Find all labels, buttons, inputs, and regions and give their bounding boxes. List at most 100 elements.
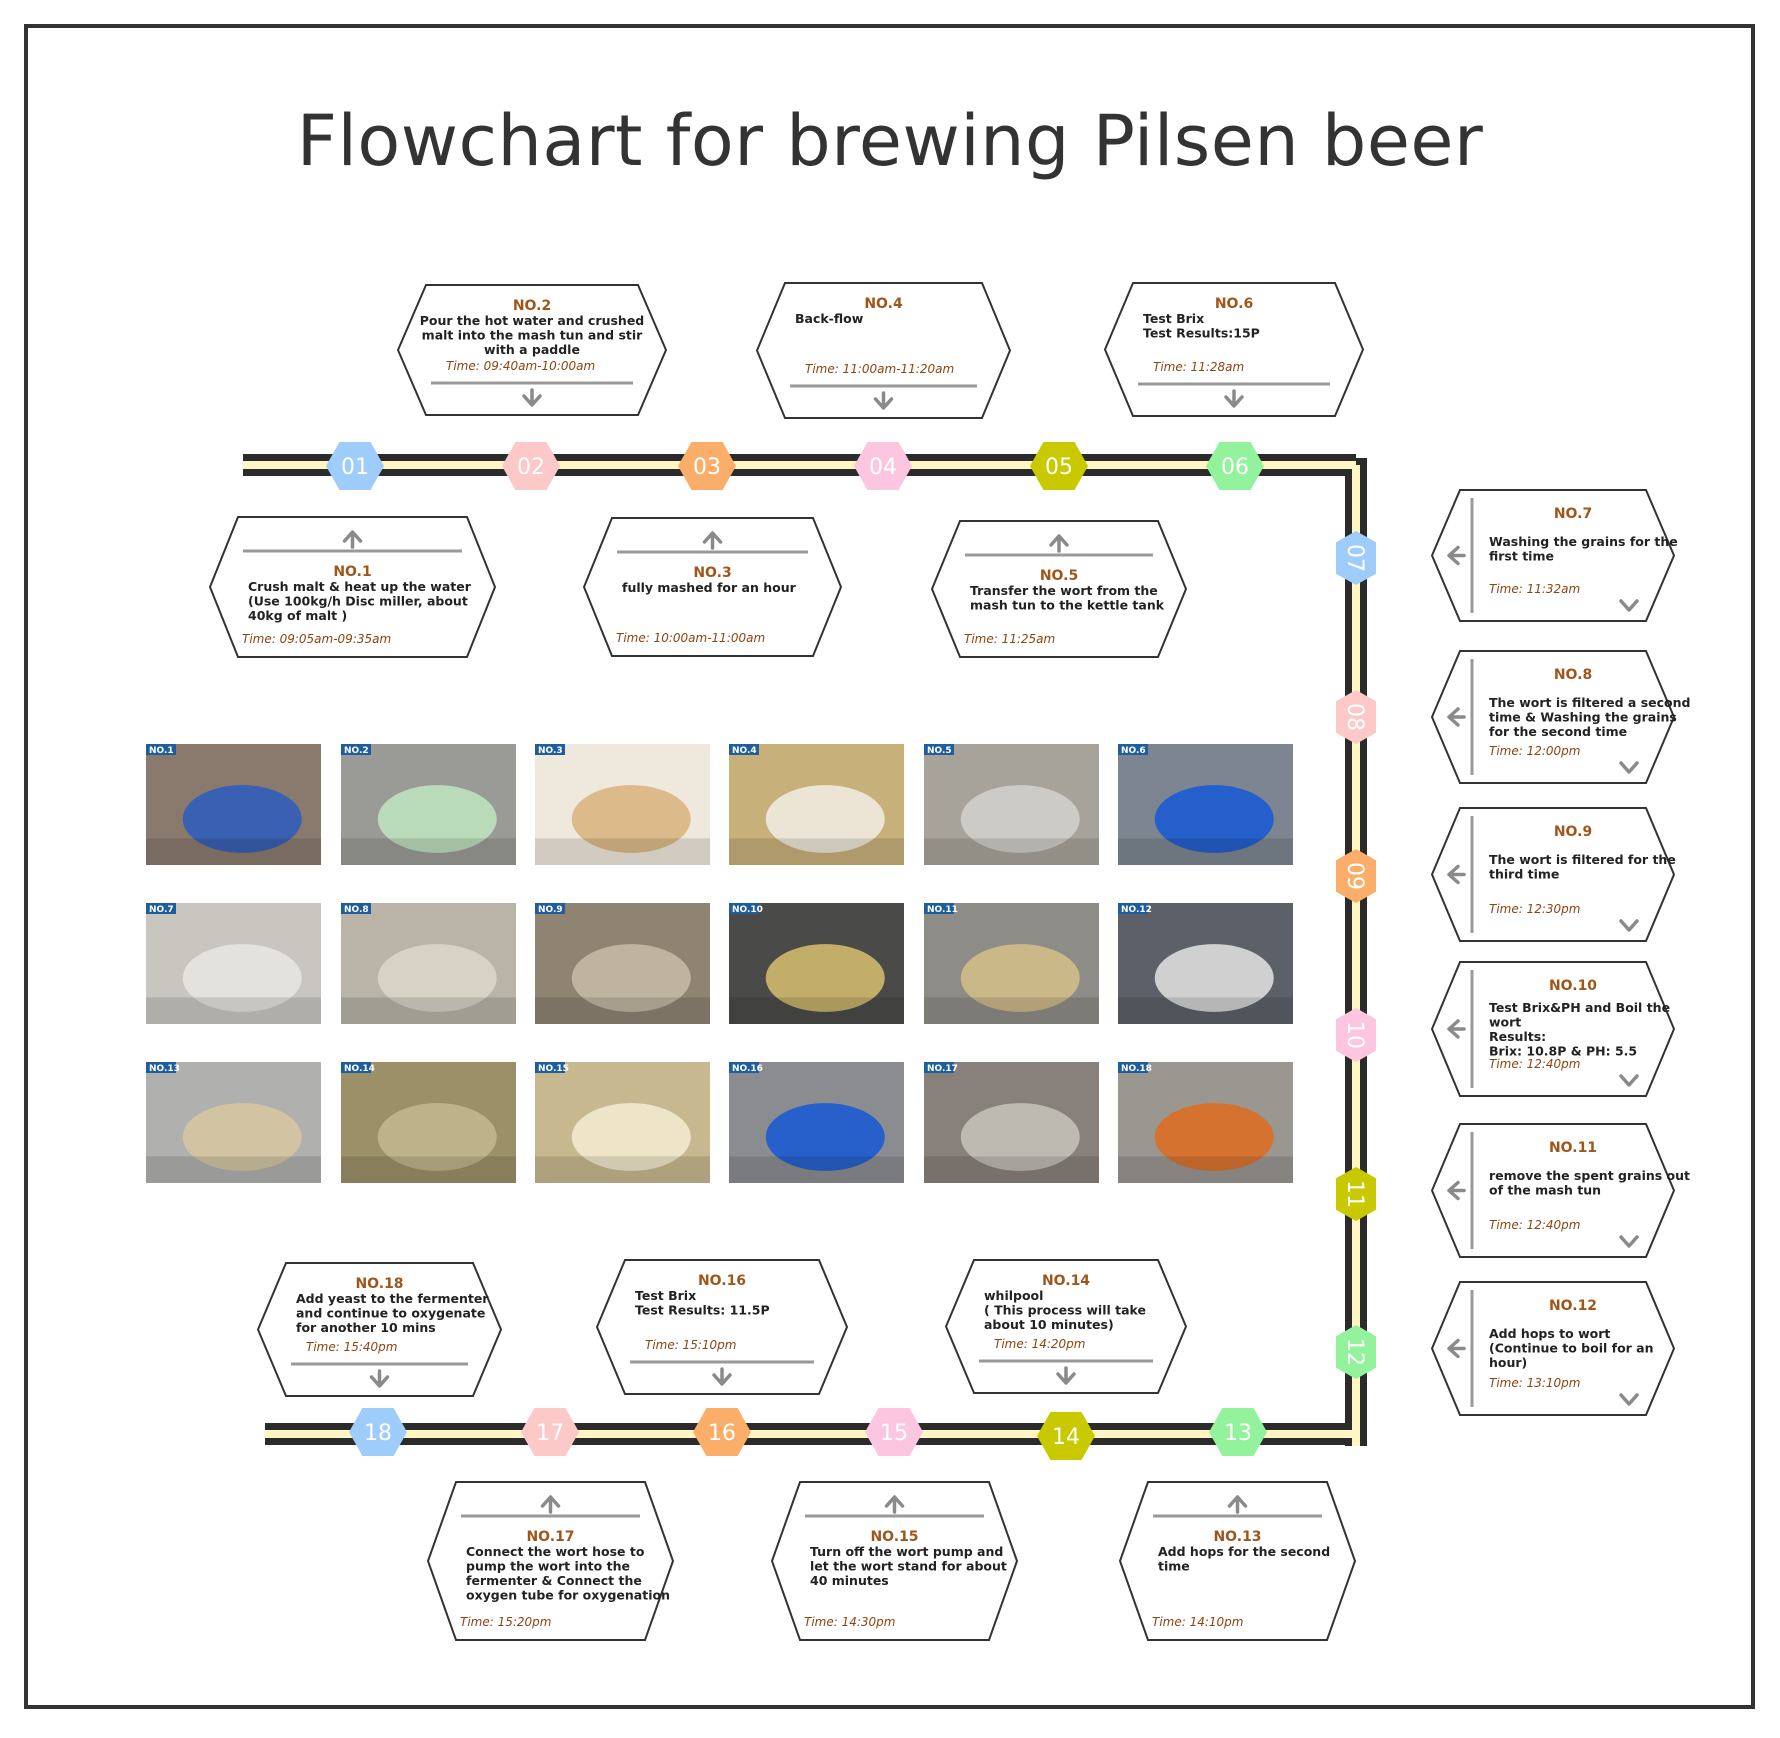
photo-subject (571, 785, 691, 853)
step-time: Time: 15:40pm (306, 1340, 397, 1354)
badge-shape (1336, 849, 1376, 903)
photo-subject (1154, 1103, 1274, 1171)
photo-tag (729, 903, 759, 914)
badge-shape (349, 1408, 407, 1456)
badge-shape (1336, 531, 1376, 585)
photo-subject (571, 1103, 691, 1171)
photo-shadow (729, 1156, 904, 1183)
step-number: NO.4 (864, 296, 903, 312)
step-number: NO.3 (693, 565, 731, 581)
badge-shape (1206, 442, 1264, 490)
step-badge-02: 02 (502, 442, 560, 490)
step-description: Test Brix (1143, 311, 1204, 326)
photo-subject (182, 785, 302, 853)
step-description: remove the spent grains out (1489, 1168, 1690, 1183)
photo-subject (1154, 785, 1274, 853)
step-photo-11: NO.11 (924, 903, 1099, 1024)
photo-shadow (729, 997, 904, 1024)
step-description: fermenter & Connect the (466, 1573, 642, 1588)
step-description: 40 minutes (810, 1573, 889, 1588)
step-description: time & Washing the grains (1489, 710, 1677, 725)
arrow-up-icon (702, 531, 723, 550)
photo-tag-label: NO.14 (344, 1064, 375, 1074)
process-track (243, 454, 1367, 1446)
photo-tag-label: NO.10 (732, 905, 763, 915)
step-description: time (1158, 1559, 1190, 1574)
step-description: for another 10 mins (296, 1320, 436, 1335)
badge-shape (502, 442, 560, 490)
photo-tag-label: NO.4 (732, 746, 757, 756)
badge-shape (1037, 1412, 1095, 1460)
arrow-left-icon (1447, 1338, 1466, 1359)
photo-shadow (535, 838, 710, 865)
photo-shadow (1118, 838, 1293, 865)
photo-tag-label: NO.8 (344, 905, 369, 915)
step-photo-15: NO.15 (535, 1062, 710, 1183)
step-description: 40kg of malt ) (248, 608, 347, 623)
step-photo-7: NO.7 (146, 903, 321, 1024)
step-box-outline (1430, 807, 1676, 942)
step-time: Time: 10:00am-11:00am (616, 631, 765, 645)
photo-tag (535, 903, 565, 914)
arrow-left-icon (1447, 1180, 1466, 1201)
step-photo-4: NO.4 (729, 744, 904, 865)
step-photo-3: NO.3 (535, 744, 710, 865)
photo-shadow (924, 838, 1099, 865)
badge-number: 14 (1052, 1425, 1080, 1450)
photo-shadow (535, 997, 710, 1024)
step-badge-05: 05 (1030, 442, 1088, 490)
step-number: NO.18 (355, 1276, 403, 1292)
step-description: The wort is filtered for the (1489, 852, 1676, 867)
badge-shape (1336, 1167, 1376, 1221)
photo-tag (341, 1062, 371, 1073)
arrow-left-icon (1447, 1019, 1466, 1039)
step-badge-10: 10 (1336, 1008, 1376, 1062)
badge-number: 18 (364, 1421, 392, 1446)
step-description: first time (1489, 549, 1554, 564)
step-description: fully mashed for an hour (622, 580, 797, 595)
step-time: Time: 14:30pm (804, 1615, 895, 1629)
photo-shadow (535, 1156, 710, 1183)
arrow-up-icon (1049, 534, 1069, 553)
badge-number: 02 (517, 455, 545, 480)
arrow-down-icon (1224, 389, 1244, 408)
step-description: with a paddle (484, 342, 580, 357)
step-badge-07: 07 (1336, 531, 1376, 585)
photo-subject (765, 944, 885, 1012)
step-box-outline (426, 1481, 675, 1641)
step-badge-13: 13 (1209, 1408, 1267, 1456)
step-number: NO.7 (1554, 506, 1592, 522)
step-description: Test Results:15P (1143, 326, 1260, 341)
chevron-down-icon (1619, 919, 1639, 932)
photo-shadow (924, 1156, 1099, 1183)
arrow-down-icon (522, 388, 542, 407)
step-description: pump the wort into the (466, 1559, 630, 1574)
step-number: NO.11 (1549, 1140, 1597, 1156)
photo-tag-label: NO.1 (149, 746, 174, 756)
arrow-down-icon (873, 391, 894, 410)
photo-tag-label: NO.6 (1121, 746, 1146, 756)
step-box-outline (1430, 650, 1676, 784)
badge-number: 10 (1342, 1021, 1367, 1049)
photo-shadow (924, 997, 1099, 1024)
step-description: Brix: 10.8P & PH: 5.5 (1489, 1044, 1637, 1059)
step-box-outline (1430, 961, 1676, 1097)
badge-number: 12 (1342, 1338, 1367, 1366)
step-description: Washing the grains for the (1489, 534, 1678, 549)
arrow-left-icon (1447, 864, 1466, 885)
photo-tag (1118, 744, 1148, 755)
step-description: and continue to oxygenate (296, 1306, 485, 1321)
badge-number: 06 (1221, 455, 1249, 480)
photo-shadow (146, 838, 321, 865)
photo-tag (1118, 1062, 1148, 1073)
